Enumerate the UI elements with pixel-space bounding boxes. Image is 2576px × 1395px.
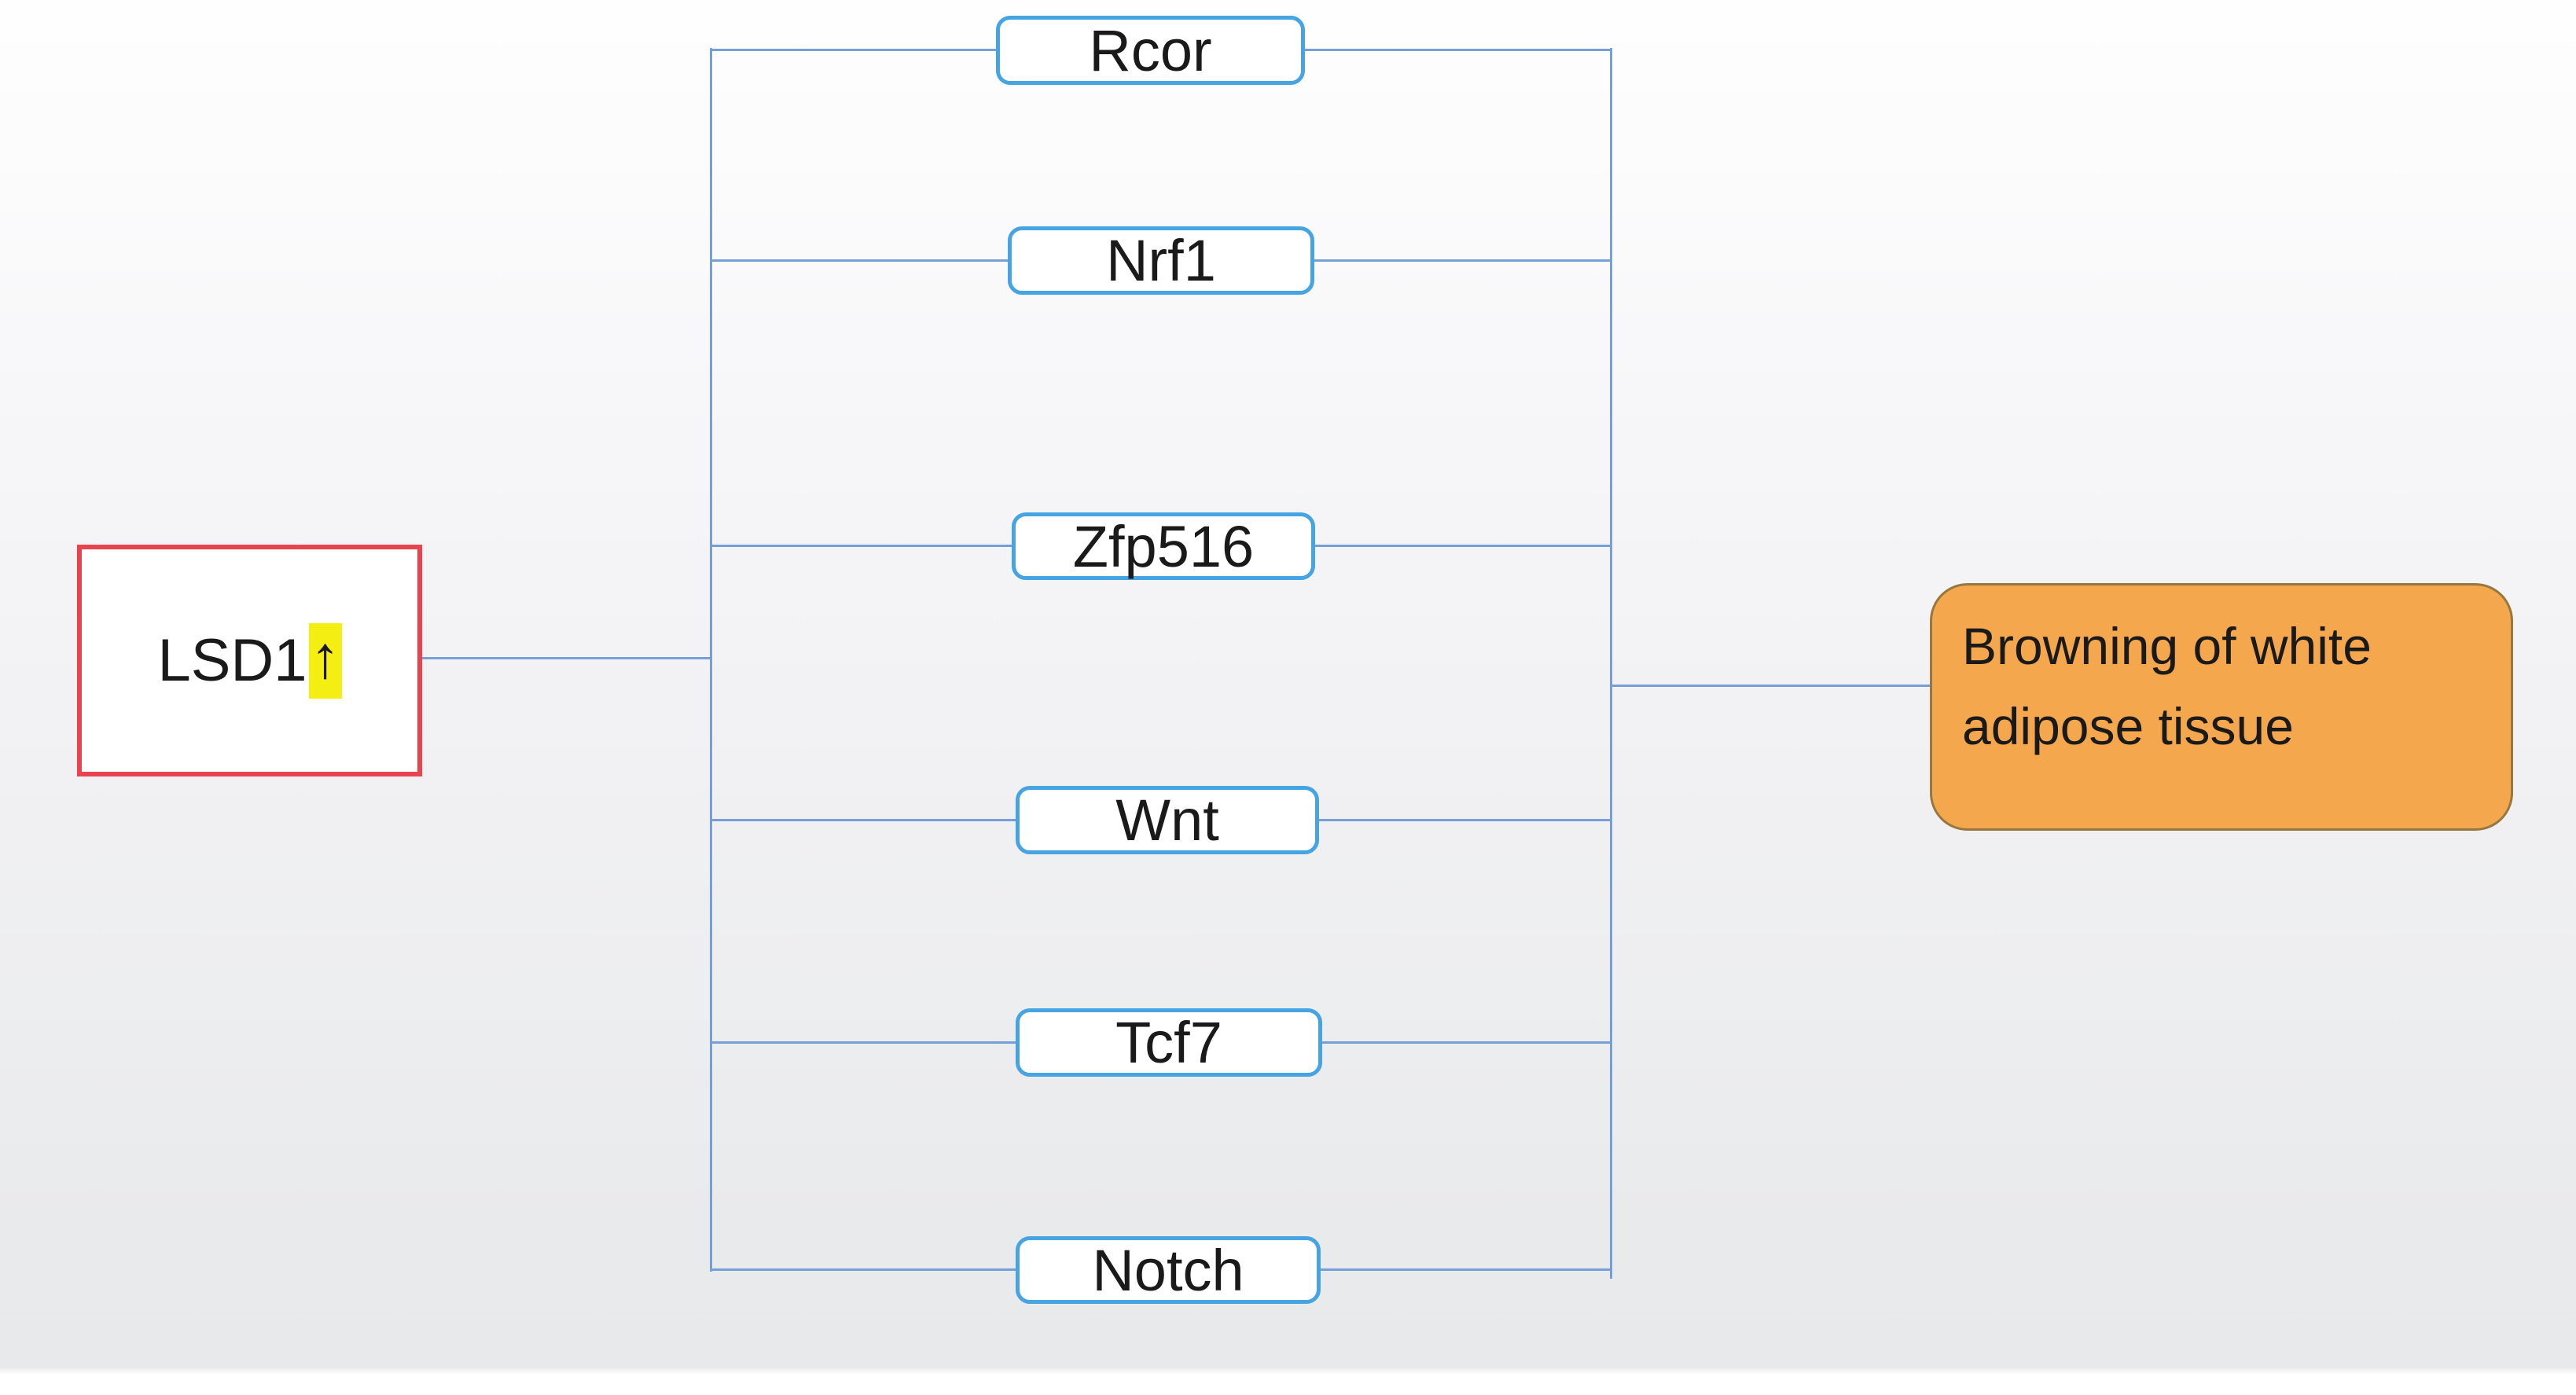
node-notch-label: Notch: [1092, 1237, 1244, 1303]
up-arrow-icon: ↑: [308, 622, 342, 699]
connector-zfp516-to-rail: [1314, 545, 1611, 547]
connector-rail-to-rcor: [711, 49, 998, 51]
node-tcf7-label: Tcf7: [1115, 1010, 1222, 1075]
connector-nrf1-to-rail: [1313, 259, 1611, 262]
node-zfp516-label: Zfp516: [1072, 513, 1255, 579]
connector-rail-to-zfp516: [711, 545, 1013, 547]
connector-rail-to-notch: [711, 1268, 1017, 1271]
node-lsd1-label: LSD1: [157, 627, 307, 694]
node-wnt: Wnt: [1016, 786, 1319, 854]
right-merge-rail-line: [1610, 48, 1612, 1279]
connector-rail-to-outcome: [1611, 685, 1931, 687]
connector-tcf7-to-rail: [1321, 1041, 1611, 1044]
connector-wnt-to-rail: [1317, 819, 1611, 821]
node-notch: Notch: [1016, 1236, 1321, 1304]
connector-notch-to-rail: [1319, 1268, 1611, 1271]
connector-rail-to-tcf7: [711, 1041, 1017, 1044]
node-tcf7: Tcf7: [1016, 1008, 1322, 1077]
node-zfp516: Zfp516: [1012, 512, 1315, 580]
node-rcor-label: Rcor: [1089, 17, 1212, 83]
connector-lsd1-to-left-rail: [422, 657, 711, 659]
node-browning-outcome-label: Browning of white adipose tissue: [1962, 617, 2372, 756]
node-nrf1: Nrf1: [1008, 226, 1314, 295]
node-nrf1-label: Nrf1: [1106, 228, 1216, 293]
node-lsd1: LSD1↑: [77, 545, 422, 776]
node-wnt-label: Wnt: [1115, 787, 1219, 853]
connector-rail-to-nrf1: [711, 259, 1009, 262]
node-browning-outcome: Browning of white adipose tissue: [1930, 583, 2513, 831]
node-rcor: Rcor: [996, 16, 1305, 85]
connector-rcor-to-rail: [1303, 49, 1611, 51]
left-branch-rail-line: [710, 48, 712, 1272]
connector-rail-to-wnt: [711, 819, 1017, 821]
